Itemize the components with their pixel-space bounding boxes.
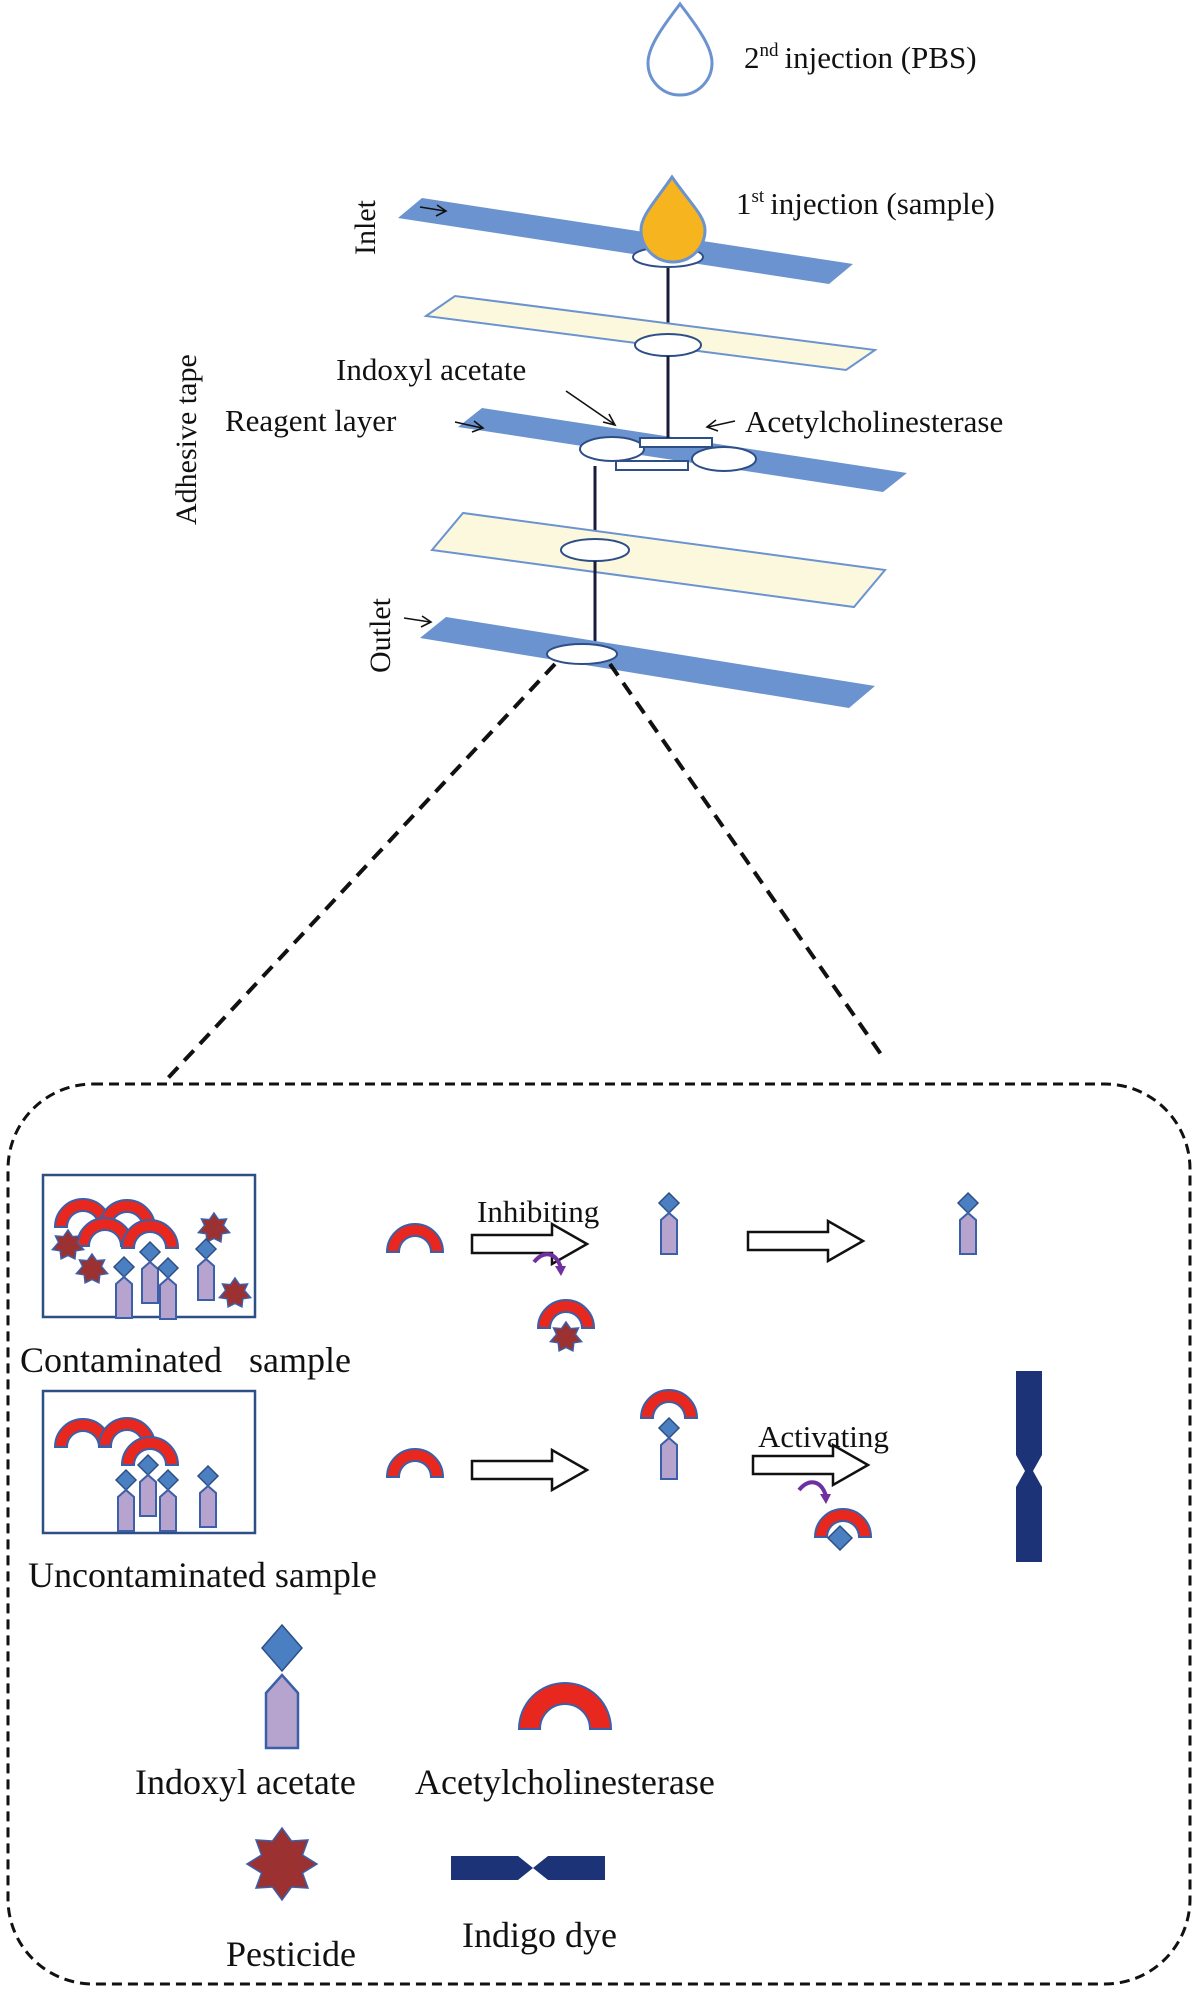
binding-arrow [470, 1448, 589, 1492]
indoxyl-acetate-icon [957, 1192, 979, 1255]
reagent-pointer-arrow [454, 420, 485, 433]
tape-hole-2 [560, 538, 630, 562]
contaminated-sample-label: Contaminated sample [20, 1340, 351, 1380]
legend-indoxyl-acetate-label: Indoxyl acetate [135, 1762, 356, 1802]
inhibited-enzyme-complex [537, 1299, 595, 1352]
acetylcholinesterase-pad [639, 437, 713, 448]
mechanism-panel: Contaminated sample Inhibiting Uncontami… [6, 1082, 1192, 1986]
reagent-hole-right [691, 446, 757, 472]
legend-indoxyl-acetate-icon [261, 1623, 303, 1750]
pbs-drop-icon [646, 1, 714, 97]
activating-label: Activating [758, 1419, 889, 1454]
acetylcholinesterase-pointer-arrow [705, 419, 736, 432]
adhesive-tape-layer-1 [423, 294, 878, 372]
reagent-hole-left [579, 436, 645, 462]
activate-curve-arrow [797, 1480, 828, 1497]
inhibiting-label: Inhibiting [477, 1194, 599, 1229]
inhibit-curve-arrow [532, 1252, 563, 1269]
no-reaction-arrow [746, 1219, 865, 1263]
indoxyl-acetate-top-label: Indoxyl acetate [336, 352, 526, 387]
enzyme-icon [386, 1223, 444, 1253]
legend-pesticide-icon [245, 1826, 319, 1902]
released-product-complex [814, 1508, 872, 1552]
sample-drop-icon [639, 174, 707, 264]
adhesive-tape-label: Adhesive tape [170, 354, 203, 525]
contaminated-sample-box [41, 1173, 257, 1320]
legend-indigo-dye-icon [451, 1856, 605, 1880]
indigo-dye-product-icon [1016, 1371, 1042, 1562]
zoom-line-right [608, 662, 887, 1062]
legend-indigo-dye-label: Indigo dye [462, 1915, 617, 1955]
inlet-label: Inlet [349, 199, 382, 255]
indoxyl-acetate-pointer-arrow [565, 390, 617, 427]
outlet-label: Outlet [364, 597, 397, 673]
reagent-layer-label: Reagent layer [225, 403, 397, 438]
activate-curve-arrowhead [820, 1494, 831, 1504]
legend: Indoxyl acetate Acetylcholinesterase Pes… [135, 1623, 715, 1974]
zoom-panel-frame [6, 1082, 1192, 1986]
legend-acetylcholinesterase-label: Acetylcholinesterase [415, 1762, 715, 1802]
outlet-hole [546, 643, 618, 665]
indoxyl-acetate-icon [658, 1192, 680, 1255]
acetylcholinesterase-top-label: Acetylcholinesterase [745, 404, 1003, 439]
enzyme-icon [386, 1448, 444, 1478]
outlet-layer [420, 617, 875, 708]
uncontaminated-sample-label: Uncontaminated sample [28, 1555, 377, 1595]
inlet-layer [398, 198, 853, 284]
tape-hole-1 [634, 333, 702, 357]
enzyme-substrate-complex [640, 1389, 698, 1480]
inhibiting-arrow [470, 1222, 589, 1266]
legend-acetylcholinesterase-icon [517, 1682, 613, 1730]
outlet-pointer-arrow [403, 615, 433, 628]
inhibit-curve-arrowhead [555, 1266, 566, 1276]
zoom-line-left [166, 662, 557, 1080]
uncontaminated-sample-box [41, 1389, 257, 1535]
reagent-layer [458, 408, 907, 492]
indoxyl-acetate-pad [615, 460, 689, 471]
inlet-pointer-arrow [419, 204, 448, 217]
legend-pesticide-label: Pesticide [226, 1934, 356, 1974]
adhesive-tape-layer-2 [430, 511, 887, 609]
